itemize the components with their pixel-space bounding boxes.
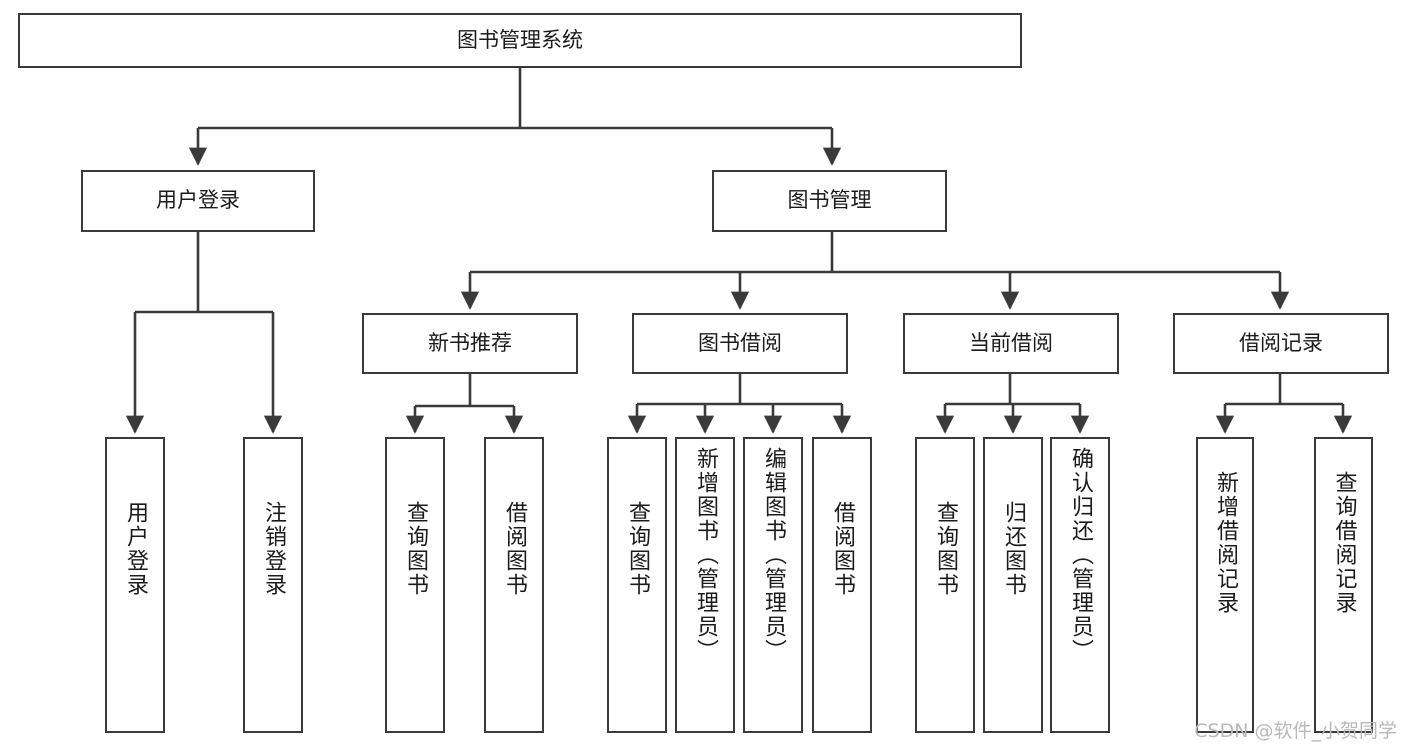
node-label: 编辑图书（管理员） — [761, 447, 786, 663]
node-root-system[interactable]: 图书管理系统 — [18, 13, 1022, 68]
node-label: 用户登录 — [123, 501, 148, 597]
node-label: 借阅图书 — [830, 501, 855, 597]
node-label: 确认归还（管理员） — [1068, 447, 1093, 663]
node-borrow-record[interactable]: 借阅记录 — [1173, 313, 1389, 374]
node-label: 查询借阅记录 — [1331, 471, 1357, 615]
node-label: 新书推荐 — [428, 330, 512, 355]
node-label: 图书借阅 — [698, 330, 782, 355]
node-leaf-query-book-recommend[interactable]: 查询图书 — [385, 437, 445, 733]
node-leaf-query-book-borrow[interactable]: 查询图书 — [607, 437, 667, 733]
node-label: 查询图书 — [625, 501, 650, 597]
node-book-borrow[interactable]: 图书借阅 — [632, 313, 848, 374]
watermark-text: CSDN @软件_小贺同学 — [1194, 720, 1397, 742]
node-leaf-return-book[interactable]: 归还图书 — [983, 437, 1043, 733]
node-leaf-query-borrow-record[interactable]: 查询借阅记录 — [1314, 437, 1373, 733]
node-label: 查询图书 — [933, 501, 958, 597]
node-new-book-recommend[interactable]: 新书推荐 — [362, 313, 578, 374]
node-label: 用户登录 — [156, 188, 240, 213]
node-book-management[interactable]: 图书管理 — [712, 170, 947, 232]
node-leaf-add-book-admin[interactable]: 新增图书（管理员） — [675, 437, 735, 733]
node-leaf-add-borrow-record[interactable]: 新增借阅记录 — [1196, 437, 1254, 733]
node-leaf-confirm-return-admin[interactable]: 确认归还（管理员） — [1050, 437, 1110, 733]
node-label: 借阅图书 — [502, 501, 527, 597]
node-leaf-borrow-book-recommend[interactable]: 借阅图书 — [484, 437, 544, 733]
node-label: 注销登录 — [261, 501, 286, 597]
node-label: 当前借阅 — [969, 330, 1053, 355]
node-label: 借阅记录 — [1239, 330, 1323, 355]
node-label: 查询图书 — [403, 501, 428, 597]
node-label: 归还图书 — [1001, 501, 1026, 597]
node-current-borrow[interactable]: 当前借阅 — [903, 313, 1119, 374]
node-leaf-edit-book-admin[interactable]: 编辑图书（管理员） — [743, 437, 803, 733]
node-leaf-borrow-book[interactable]: 借阅图书 — [812, 437, 872, 733]
node-leaf-query-book-current[interactable]: 查询图书 — [915, 437, 975, 733]
node-user-login[interactable]: 用户登录 — [81, 170, 315, 232]
node-label: 图书管理系统 — [457, 27, 583, 52]
node-label: 图书管理 — [787, 188, 872, 213]
node-leaf-logout[interactable]: 注销登录 — [243, 437, 303, 733]
node-leaf-user-login[interactable]: 用户登录 — [105, 437, 165, 733]
node-label: 新增借阅记录 — [1213, 471, 1238, 615]
node-label: 新增图书（管理员） — [693, 447, 718, 663]
